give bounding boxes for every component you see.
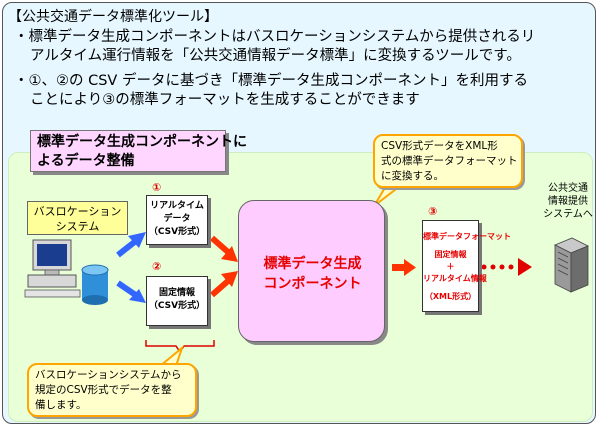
computer-icon [24, 239, 81, 298]
blue-arrow-to-fixed [116, 280, 146, 303]
server-icon [554, 237, 589, 293]
panel-title-line-2: よるデータ整備 [37, 153, 135, 169]
red-arrow-from-fixed [210, 271, 238, 298]
bullet-2-line-2: ことにより③の標準フォーマットを生成することができます [30, 92, 420, 108]
component-line-2: コンポーネント [263, 276, 362, 292]
info-service-label: 公共交通 情報提供 システムへ [538, 182, 598, 221]
realtime-doc-line-1: リアルタイム [150, 201, 204, 211]
bullet-1-line-2: アルタイム運行情報を「公共交通情報データ標準」に変換するツールです。 [30, 48, 521, 64]
callout-top-line-1: CSV形式データをXML形 [381, 140, 498, 152]
realtime-doc-line-2: データ [163, 214, 191, 224]
output-title: 標準データフォーマット [423, 232, 511, 241]
red-arrow-from-realtime [210, 235, 238, 262]
step-2-number: ② [152, 260, 162, 273]
callout-top-line-2: 式の標準データフォーマット [381, 155, 518, 167]
fixed-doc-line-2: （CSV形式） [148, 301, 206, 311]
conversion-callout: CSV形式データをXML形 式の標準データフォーマット に変換する。 [373, 134, 523, 188]
source-system-line-2: システム [55, 220, 100, 233]
step-3-number: ③ [428, 205, 438, 218]
bullet-1-line-1: ・標準データ生成コンポーネントはバスロケーションシステムから提供されるリ [14, 29, 536, 45]
callout-bottom-line-3: 備します。 [35, 399, 87, 411]
preparation-callout: バスロケーションシステムから 規定のCSV形式でデータを整 備します。 [27, 363, 197, 417]
source-system-line-1: バスロケーション [33, 205, 122, 218]
service-line-1: 公共交通 [548, 183, 588, 194]
component-line-1: 標準データ生成 [263, 256, 362, 272]
fixed-csv-document: 固定情報 （CSV形式） [146, 276, 208, 326]
page-title: 【公共交通データ標準化ツール】 [8, 9, 218, 25]
source-system-label: バスロケーション システム [27, 201, 128, 235]
realtime-csv-document: リアルタイム データ （CSV形式） [146, 195, 208, 245]
standard-format-document: 標準データフォーマット 固定情報 ＋ リアルタイム情報 （XML形式） [422, 220, 511, 312]
blue-arrow-to-realtime [116, 232, 146, 258]
callout-top-line-3: に変換する。 [381, 170, 444, 182]
callout-bottom-line-2: 規定のCSV形式でデータを整 [35, 384, 172, 396]
panel-title: 標準データ生成コンポーネントに よるデータ整備 [30, 130, 247, 172]
output-line-3: リアルタイム情報 [423, 274, 487, 283]
bullet-2-line-1: ・①、②の CSV データに基づき「標準データ生成コンポーネント」を利用する [14, 73, 528, 89]
callout-bottom-line-1: バスロケーションシステムから [35, 369, 182, 381]
red-arrow-to-output [392, 259, 416, 276]
service-line-2: 情報提供 [548, 196, 588, 207]
output-line-4: （XML形式） [424, 292, 477, 301]
service-line-3: システムへ [543, 209, 593, 220]
standard-data-component: 標準データ生成 コンポーネント [238, 200, 385, 342]
panel-title-line-1: 標準データ生成コンポーネントに [37, 134, 247, 150]
output-line-2: ＋ [446, 262, 455, 271]
fixed-doc-line-1: 固定情報 [158, 288, 195, 298]
output-line-1: 固定情報 [434, 250, 467, 259]
realtime-doc-line-3: （CSV形式） [148, 227, 206, 237]
database-icon [81, 264, 109, 305]
dotted-arrow-to-server [481, 258, 532, 276]
step-1-number: ① [152, 181, 162, 194]
